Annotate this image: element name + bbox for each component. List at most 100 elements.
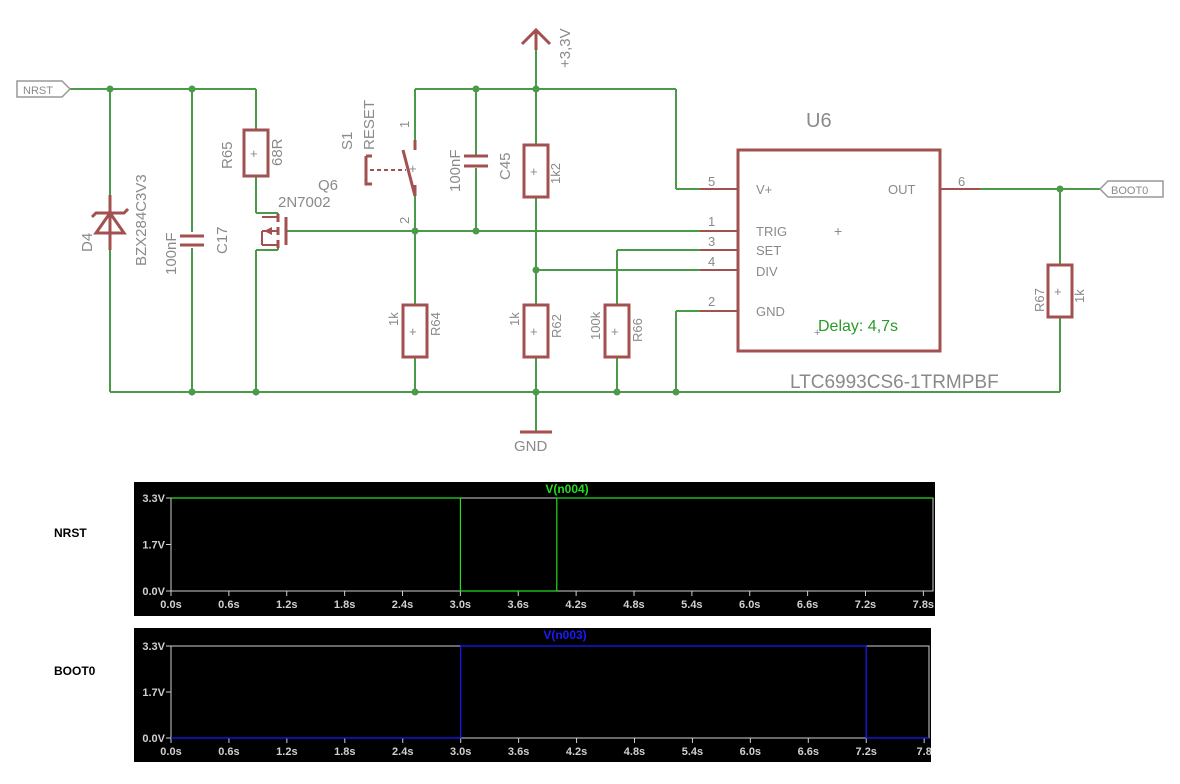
svg-text:+: + xyxy=(530,164,538,179)
r66-ref: R66 xyxy=(630,318,645,342)
resistor-1k2: + 1k2 xyxy=(522,143,563,199)
svg-text:+: + xyxy=(834,223,842,239)
svg-text:+: + xyxy=(409,324,417,339)
x-tick-label: 2.4s xyxy=(392,746,413,758)
x-tick-label: 6.6s xyxy=(798,746,819,758)
s1-pin2: 2 xyxy=(397,217,412,224)
mosfet-q6: Q6 2N7002 xyxy=(261,177,338,248)
resistor-r64: + 1k R64 xyxy=(386,303,443,359)
x-tick-label: 6.0s xyxy=(740,746,761,758)
svg-text:+: + xyxy=(814,327,820,339)
x-tick-label: 3.6s xyxy=(508,599,529,611)
svg-text:+: + xyxy=(611,324,619,339)
boot0-plot-label: BOOT0 xyxy=(54,664,96,678)
u6-pin6-num: 6 xyxy=(958,174,965,189)
plot-background xyxy=(134,628,931,762)
u6-pin1-name: TRIG xyxy=(756,224,787,239)
boot0-port-label: BOOT0 xyxy=(1111,185,1148,197)
nrst-port: NRST xyxy=(16,80,72,98)
nrst-waveform-plot: V(n004) 3.3V 1.7V 0.0V0.0s 0.6s 1.2s 1.8s 2.4s 3… xyxy=(134,482,935,616)
wires xyxy=(70,50,1100,432)
r62-value: 1k xyxy=(507,312,522,326)
svg-text:+: + xyxy=(250,146,258,161)
nrst-plot-label: NRST xyxy=(54,526,87,540)
x-tick-label: 1.8s xyxy=(334,746,355,758)
u6-pin5-num: 5 xyxy=(708,174,715,189)
u6-ref: U6 xyxy=(806,110,832,132)
u6-part: LTC6993CS6-1TRMPBF xyxy=(790,372,999,393)
x-tick-label: 3.6s xyxy=(508,746,529,758)
plot-title: V(n004) xyxy=(545,482,588,496)
u6-pin6-name: OUT xyxy=(888,182,916,197)
nrst-port-label: NRST xyxy=(23,85,53,97)
q6-ref: Q6 xyxy=(318,177,338,194)
x-tick-label: 1.8s xyxy=(334,599,355,611)
r65-value: 68R xyxy=(269,138,286,166)
y-tick-label: 0.0V xyxy=(142,733,165,745)
svg-text:+: + xyxy=(1054,284,1062,299)
x-tick-label: 4.8s xyxy=(624,746,645,758)
vcc-label: +3,3V xyxy=(557,28,574,68)
schematic-diagram: NRST BOOT0 +3,3V GND D4 BZX284C3V3 100nF… xyxy=(16,27,1164,455)
zener-diode-d4: D4 BZX284C3V3 xyxy=(79,174,150,266)
vcc-symbol: +3,3V xyxy=(520,27,574,68)
c45-value: 100nF xyxy=(447,149,464,192)
x-tick-label: 0.0s xyxy=(160,746,181,758)
junctions xyxy=(106,85,1064,396)
x-tick-label: 4.2s xyxy=(565,599,586,611)
u6-pin3-num: 3 xyxy=(708,234,715,249)
x-tick-label: 0.6s xyxy=(218,746,239,758)
gnd-symbol: GND xyxy=(514,430,552,455)
u6-pin4-name: DIV xyxy=(756,264,778,279)
u6-pin2-name: GND xyxy=(756,304,785,319)
x-tick-label: 0.6s xyxy=(218,599,239,611)
r67-value: 1k xyxy=(1072,289,1087,303)
switch-s1: + 1 2 S1 RESET xyxy=(339,100,417,224)
y-tick-label: 3.3V xyxy=(142,493,165,505)
x-tick-label: 3.0s xyxy=(450,599,471,611)
y-tick-label: 1.7V xyxy=(142,540,165,552)
x-tick-label: 4.2s xyxy=(566,746,587,758)
x-tick-label: 7.8s xyxy=(913,599,934,611)
r-top-value: 1k2 xyxy=(548,163,563,184)
d4-ref: D4 xyxy=(79,233,96,252)
s1-value: RESET xyxy=(361,100,378,150)
c17-value: 100nF xyxy=(163,232,180,275)
x-tick-label: 3.0s xyxy=(450,746,471,758)
u6-pin3-name: SET xyxy=(756,243,781,258)
x-tick-label: 6.6s xyxy=(797,599,818,611)
series-line-V(n003) xyxy=(171,645,929,739)
x-tick-label: 1.2s xyxy=(276,599,297,611)
x-tick-label: 1.2s xyxy=(276,746,297,758)
resistor-r62: + 1k R62 xyxy=(507,303,564,359)
s1-pin1: 1 xyxy=(397,121,412,128)
x-tick-label: 2.4s xyxy=(392,599,413,611)
gnd-label: GND xyxy=(514,438,548,455)
ic-u6: U6 + LTC6993CS6-1TRMPBF Delay: 4,7s + 5 … xyxy=(708,110,999,393)
u6-pin5-name: V+ xyxy=(756,182,772,197)
y-tick-label: 0.0V xyxy=(142,586,165,598)
r66-value: 100k xyxy=(588,311,603,340)
x-tick-label: 7.8 xyxy=(917,746,931,758)
x-tick-label: 7.2s xyxy=(855,599,876,611)
ic-pin-lines xyxy=(700,188,980,312)
x-tick-label: 0.0s xyxy=(160,599,181,611)
u6-pin4-num: 4 xyxy=(708,254,715,269)
y-tick-label: 3.3V xyxy=(142,641,165,653)
x-tick-label: 4.8s xyxy=(623,599,644,611)
boot0-port: BOOT0 xyxy=(1098,180,1164,198)
capacitor-c17: 100nF C17 xyxy=(163,226,231,275)
r65-ref: R65 xyxy=(219,141,236,169)
plot-title: V(n003) xyxy=(543,628,586,642)
u6-pin2-num: 2 xyxy=(708,294,715,309)
r62-ref: R62 xyxy=(549,314,564,338)
resistor-r65: + R65 68R xyxy=(219,128,286,178)
u6-pin1-num: 1 xyxy=(708,214,715,229)
d4-value: BZX284C3V3 xyxy=(133,174,150,266)
u6-annotation: Delay: 4,7s xyxy=(818,318,898,335)
x-tick-label: 5.4s xyxy=(682,746,703,758)
r64-value: 1k xyxy=(386,312,401,326)
x-tick-label: 5.4s xyxy=(681,599,702,611)
series-line-V(n004) xyxy=(171,497,933,592)
